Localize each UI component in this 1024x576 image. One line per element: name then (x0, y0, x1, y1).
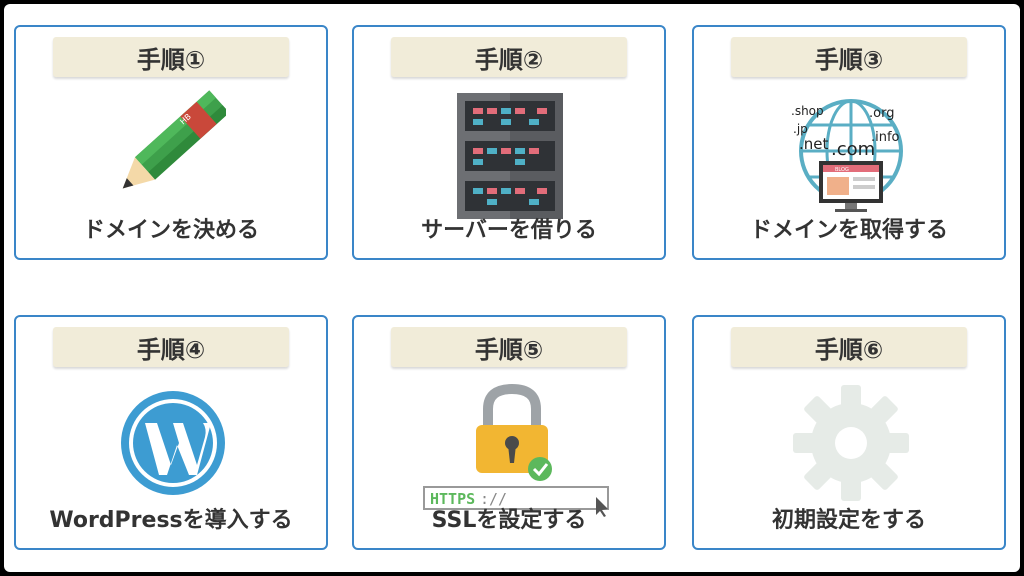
domain-net-text: .net (799, 135, 829, 153)
diagram-canvas: 手順① HB ドメインを決める 手順② (4, 4, 1020, 572)
step-label: WordPressを導入する (49, 508, 293, 533)
step-tag: 手順③ (731, 37, 967, 77)
pencil-icon: HB (122, 90, 226, 189)
step-card-3: 手順③ .shop .org .jp .net .com .info BLOG (692, 25, 1006, 260)
https-text: HTTPS (430, 490, 475, 508)
step-label: SSLを設定する (431, 508, 587, 533)
step-tag: 手順② (391, 37, 627, 77)
domain-com-text: .com (831, 139, 875, 160)
domain-shop-text: .shop (791, 104, 824, 118)
ssl-lock-icon: HTTPS :// (423, 383, 609, 517)
step-card-5: 手順⑤ HTTPS :// SSLを設定する (352, 315, 666, 550)
step-card-6: 手順⑥ 初期設定をする (692, 315, 1006, 550)
step-card-2: 手順② サーバーを借りる (352, 25, 666, 260)
step-label: ドメインを決める (82, 218, 259, 243)
domain-org-text: .org (869, 106, 894, 121)
step-tag: 手順④ (53, 327, 289, 367)
blog-text: BLOG (835, 167, 849, 173)
server-icon (457, 93, 563, 219)
step-tag: 手順⑤ (391, 327, 627, 367)
domain-info-text: .info (871, 130, 900, 145)
step-card-1: 手順① HB ドメインを決める (14, 25, 328, 260)
step-tag: 手順⑥ (731, 327, 967, 367)
wordpress-icon (121, 391, 225, 495)
step-label: ドメインを取得する (749, 218, 948, 243)
gear-icon (793, 385, 909, 501)
step-tag: 手順① (53, 37, 289, 77)
domain-globe-icon: .shop .org .jp .net .com .info BLOG (791, 99, 903, 212)
step-card-4: 手順④ WordPressを導入する (14, 315, 328, 550)
step-label: サーバーを借りる (421, 218, 597, 243)
step-label: 初期設定をする (771, 508, 926, 533)
url-scheme-separator-text: :// (480, 490, 507, 508)
domain-jp-text: .jp (793, 122, 808, 136)
